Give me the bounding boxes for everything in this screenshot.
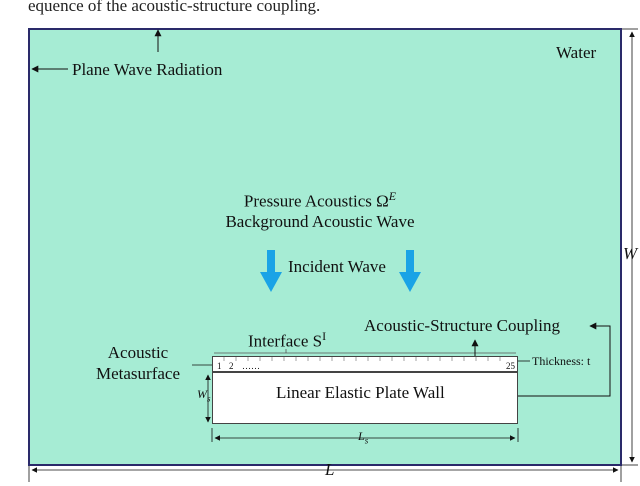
metasurface-cells bbox=[223, 357, 501, 361]
coupling-feedback-line bbox=[518, 322, 611, 397]
pressure-superscript: E bbox=[388, 189, 397, 203]
acoustic-metasurface-block: Acoustic Metasurface bbox=[86, 343, 190, 384]
coupling-label: Acoustic-Structure Coupling bbox=[364, 316, 560, 335]
incident-wave-label: Incident Wave bbox=[288, 257, 386, 276]
metasurface-label: Metasurface bbox=[95, 363, 180, 383]
interface-label: Interface S bbox=[248, 331, 323, 351]
acoustic-label: Acoustic bbox=[107, 343, 169, 362]
interface-superscript: I bbox=[322, 329, 327, 343]
cell-1-label: 1 bbox=[217, 361, 222, 371]
elastic-plate-wall bbox=[212, 372, 518, 424]
pressure-acoustics-block: Pressure Acoustics ΩE Background Acousti… bbox=[190, 189, 450, 233]
metasurface-strip bbox=[212, 356, 518, 372]
interface-label-block: Interface SI bbox=[248, 329, 327, 351]
cell-2-label: 2 bbox=[229, 361, 234, 371]
plane-wave-radiation-label: Plane Wave Radiation bbox=[72, 60, 223, 79]
pressure-acoustics-label: Pressure Acoustics Ω bbox=[243, 191, 389, 211]
dim-Ws-label: W bbox=[197, 387, 207, 401]
caption-fragment: equence of the acoustic-structure coupli… bbox=[28, 0, 321, 15]
background-wave-label: Background Acoustic Wave bbox=[225, 212, 415, 232]
cell-dots-label: …… bbox=[242, 361, 260, 371]
incident-arrow-left bbox=[260, 250, 282, 292]
incident-arrow-right bbox=[399, 250, 421, 292]
cell-25-label: 25 bbox=[506, 361, 515, 371]
thickness-label: Thickness: t bbox=[532, 354, 591, 368]
plate-wall-label: Linear Elastic Plate Wall bbox=[276, 383, 445, 402]
water-label: Water bbox=[556, 43, 597, 62]
